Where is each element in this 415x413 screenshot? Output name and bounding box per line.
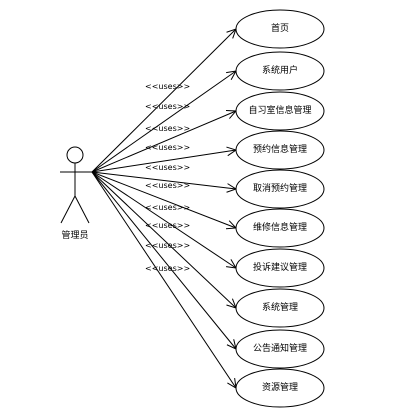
- actor-label: 管理员: [61, 229, 88, 241]
- use-case-label: 维修信息管理: [253, 221, 307, 233]
- uses-stereotype-label: <<uses>>: [145, 203, 190, 212]
- uses-stereotype-label: <<uses>>: [145, 102, 190, 111]
- use-case-ellipse: [235, 208, 325, 248]
- use-case-ellipse: [235, 130, 325, 170]
- use-cases: 首页系统用户自习室信息管理预约信息管理取消预约管理维修信息管理投诉建议管理系统管…: [235, 9, 325, 408]
- use-case-ellipse: [235, 329, 325, 369]
- use-case-ellipse: [235, 91, 325, 131]
- use-case: 系统管理: [235, 288, 325, 328]
- use-case-ellipse: [235, 169, 325, 209]
- actor-head: [66, 146, 84, 164]
- associations: <<uses>> <<uses>> <<uses>> <<uses>> <<uses>>…: [91, 28, 238, 389]
- use-case-label: 自习室信息管理: [248, 104, 311, 116]
- use-case-label: 系统用户: [262, 64, 298, 76]
- uses-stereotype-label: <<uses>>: [145, 241, 190, 250]
- use-case-ellipse: [235, 248, 325, 288]
- use-case: 预约信息管理: [235, 130, 325, 170]
- association-line: [91, 149, 237, 173]
- association-line: [91, 171, 237, 350]
- use-case-label: 公告通知管理: [253, 342, 307, 354]
- use-case: 维修信息管理: [235, 208, 325, 248]
- uses-stereotype-label: <<uses>>: [145, 181, 190, 190]
- actor: 管理员: [60, 146, 92, 241]
- use-case: 首页: [235, 9, 325, 49]
- use-case: 投诉建议管理: [235, 248, 325, 288]
- association-line: [91, 171, 237, 229]
- association-line: [91, 110, 237, 173]
- use-case-ellipse: [235, 288, 325, 328]
- actor-right-leg: [74, 195, 90, 224]
- association-line: [91, 171, 237, 269]
- use-case: 自习室信息管理: [235, 91, 325, 131]
- use-case-ellipse: [235, 368, 325, 408]
- uses-stereotype-label: <<uses>>: [145, 221, 190, 230]
- uses-stereotype-label: <<uses>>: [145, 163, 190, 172]
- uses-stereotype-label: <<uses>>: [145, 82, 190, 91]
- association-line: [91, 171, 237, 190]
- use-case-ellipse: [235, 51, 325, 91]
- use-case-label: 投诉建议管理: [253, 261, 307, 273]
- association-line: [91, 171, 237, 309]
- association-line: [91, 171, 237, 389]
- use-case: 取消预约管理: [235, 169, 325, 209]
- use-case-label: 首页: [271, 22, 289, 34]
- uses-stereotype-label: <<uses>>: [145, 143, 190, 152]
- use-case-label: 预约信息管理: [253, 143, 307, 155]
- use-case-label: 资源管理: [262, 381, 298, 393]
- use-case: 公告通知管理: [235, 329, 325, 369]
- uses-stereotype-label: <<uses>>: [145, 264, 190, 273]
- use-case: 资源管理: [235, 368, 325, 408]
- use-case: 系统用户: [235, 51, 325, 91]
- uses-stereotype-label: <<uses>>: [145, 124, 190, 133]
- use-case-label: 系统管理: [262, 301, 298, 313]
- association-line: [91, 70, 237, 173]
- actor-left-leg: [60, 195, 76, 224]
- use-case-label: 取消预约管理: [253, 182, 307, 194]
- use-case-ellipse: [235, 9, 325, 49]
- association-line: [91, 28, 237, 173]
